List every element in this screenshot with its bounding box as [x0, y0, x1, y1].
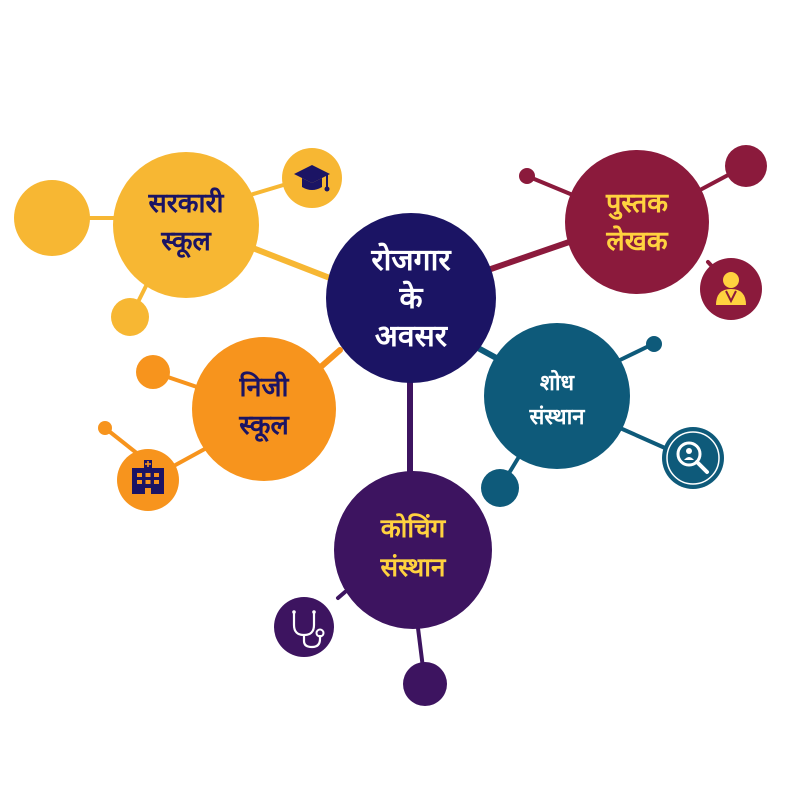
- connector-coaching-icon: [336, 590, 347, 600]
- graduation-cap-icon: [282, 148, 342, 208]
- dot-sarkari-large: [14, 180, 90, 256]
- node-shodh-sansthan: शोध संस्थान: [484, 323, 630, 469]
- node-shodh-sansthan-line-1: शोध: [540, 369, 576, 396]
- search-person-icon: [662, 427, 724, 489]
- node-sarkari-school: सरकारी स्कूल: [113, 152, 259, 298]
- node-pustak-lekhak: पुस्तक लेखक: [565, 150, 709, 294]
- dot-shodh-medium: [481, 469, 519, 507]
- stethoscope-icon: [274, 597, 334, 657]
- doctor-icon: [700, 258, 762, 320]
- dot-sarkari-small: [111, 298, 149, 336]
- node-sarkari-school-line-1: सरकारी: [147, 187, 224, 219]
- hospital-building-icon: [117, 449, 179, 511]
- node-shodh-sansthan-line-2: संस्थान: [529, 405, 586, 430]
- center-hub: रोजगार के अवसर: [326, 213, 496, 383]
- node-niji-school: निजी स्कूल: [192, 337, 336, 481]
- node-coaching-sansthan-line-2: संस्थान: [380, 553, 448, 583]
- dot-coaching-medium: [403, 662, 447, 706]
- dot-niji-tiny: [98, 421, 112, 435]
- connector-center-sarkari: [242, 242, 338, 283]
- center-hub-line-2: के: [398, 280, 423, 316]
- satellite-dots: [14, 145, 767, 706]
- node-pustak-lekhak-line-2: लेखक: [605, 225, 668, 257]
- dot-pustak-small: [519, 168, 535, 184]
- node-coaching-sansthan: कोचिंग संस्थान: [334, 471, 492, 629]
- node-coaching-sansthan-line-1: कोचिंग: [380, 513, 447, 544]
- dot-shodh-tiny: [646, 336, 662, 352]
- dot-pustak-large: [725, 145, 767, 187]
- node-pustak-lekhak-line-1: पुस्तक: [605, 188, 669, 220]
- connector-shodh-icon: [618, 426, 667, 450]
- node-niji-school-line-2: स्कूल: [238, 410, 290, 443]
- dot-niji-medium: [136, 355, 170, 389]
- node-sarkari-school-line-2: स्कूल: [160, 226, 212, 259]
- node-niji-school-line-1: निजी: [238, 371, 289, 403]
- connector-center-pustak: [485, 237, 578, 273]
- center-hub-line-1: रोजगार: [370, 242, 452, 278]
- center-hub-line-3: अवसर: [375, 319, 449, 354]
